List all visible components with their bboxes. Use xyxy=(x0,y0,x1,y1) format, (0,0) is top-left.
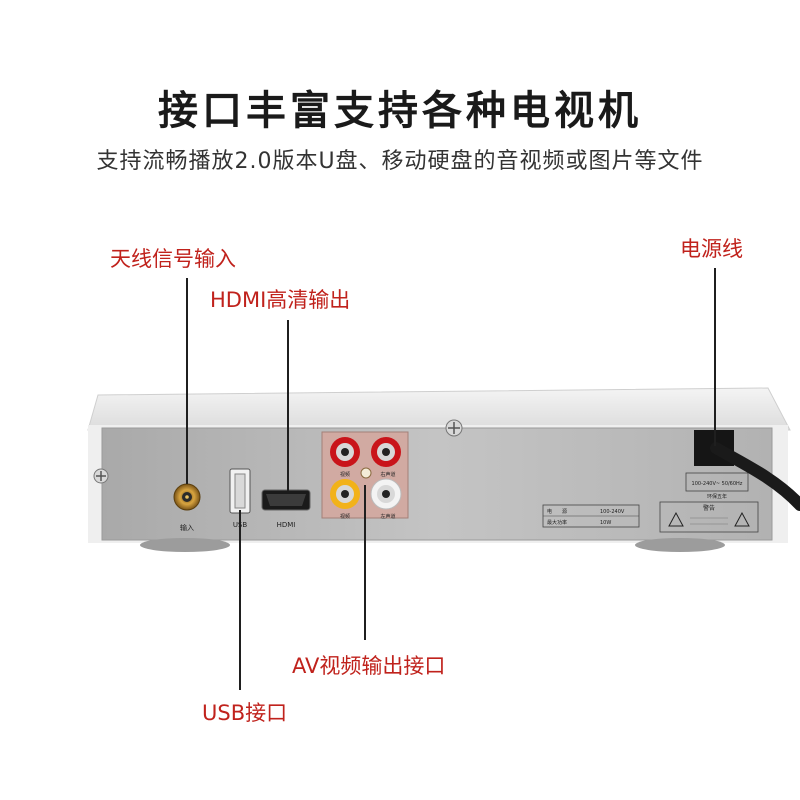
spec-power-label: 电 源 xyxy=(547,508,567,515)
hdmi-port xyxy=(261,489,311,511)
callout-usb: USB接口 xyxy=(202,701,288,725)
av-bottom-left-label: 视频 xyxy=(340,513,350,520)
spec-power-value: 100-240V xyxy=(600,509,625,515)
spec-max-label: 最大功率 xyxy=(547,519,567,526)
eco-label: 环保五年 xyxy=(707,493,727,500)
callout-hdmi-output: HDMI高清输出 xyxy=(210,288,351,312)
power-rating-box: 100-240V~ 50/60Hz 环保五年 xyxy=(685,472,749,500)
rca-jack-bottom-left xyxy=(330,479,360,509)
warning-triangle-icon xyxy=(668,511,684,527)
main-title: 接口丰富支持各种电视机 xyxy=(158,88,642,134)
leader-line-hdmi xyxy=(287,320,289,491)
av-center-logo-icon xyxy=(360,467,372,479)
leader-line-antenna xyxy=(186,278,188,484)
screw-icon xyxy=(93,468,109,484)
warning-plate: 警告 xyxy=(659,501,759,533)
leader-line-av xyxy=(364,485,366,640)
callout-antenna-input: 天线信号输入 xyxy=(110,247,236,271)
rca-jack-top-right xyxy=(371,437,401,467)
av-top-right-label: 右声道 xyxy=(380,471,395,478)
spec-plate: 电 源 100-240V 最大功率 10W xyxy=(542,504,640,528)
usb-port xyxy=(229,468,251,514)
screw-icon xyxy=(445,419,463,437)
warning-title: 警告 xyxy=(703,504,715,512)
device-foot-right xyxy=(635,538,725,552)
callout-av-output: AV视频输出接口 xyxy=(292,654,446,678)
av-bottom-right-label: 左声道 xyxy=(380,513,395,520)
av-top-left-label: 视频 xyxy=(340,471,350,478)
spec-max-value: 10W xyxy=(600,520,611,526)
rca-jack-bottom-right xyxy=(370,478,402,510)
power-rating-text: 100-240V~ 50/60Hz xyxy=(692,481,743,487)
antenna-connector xyxy=(173,483,201,511)
callout-power-cord: 电源线 xyxy=(680,237,743,261)
rca-jack-top-left xyxy=(330,437,360,467)
warning-triangle-icon xyxy=(734,511,750,527)
subtitle: 支持流畅播放2.0版本U盘、移动硬盘的音视频或图片等文件 xyxy=(96,149,704,174)
metal-rear-plate xyxy=(101,427,773,541)
leader-line-usb xyxy=(239,510,241,690)
antenna-port-label: 输入 xyxy=(180,523,194,532)
device-foot-left xyxy=(140,538,230,552)
hdmi-port-label: HDMI xyxy=(277,521,296,529)
leader-line-power xyxy=(714,268,716,446)
